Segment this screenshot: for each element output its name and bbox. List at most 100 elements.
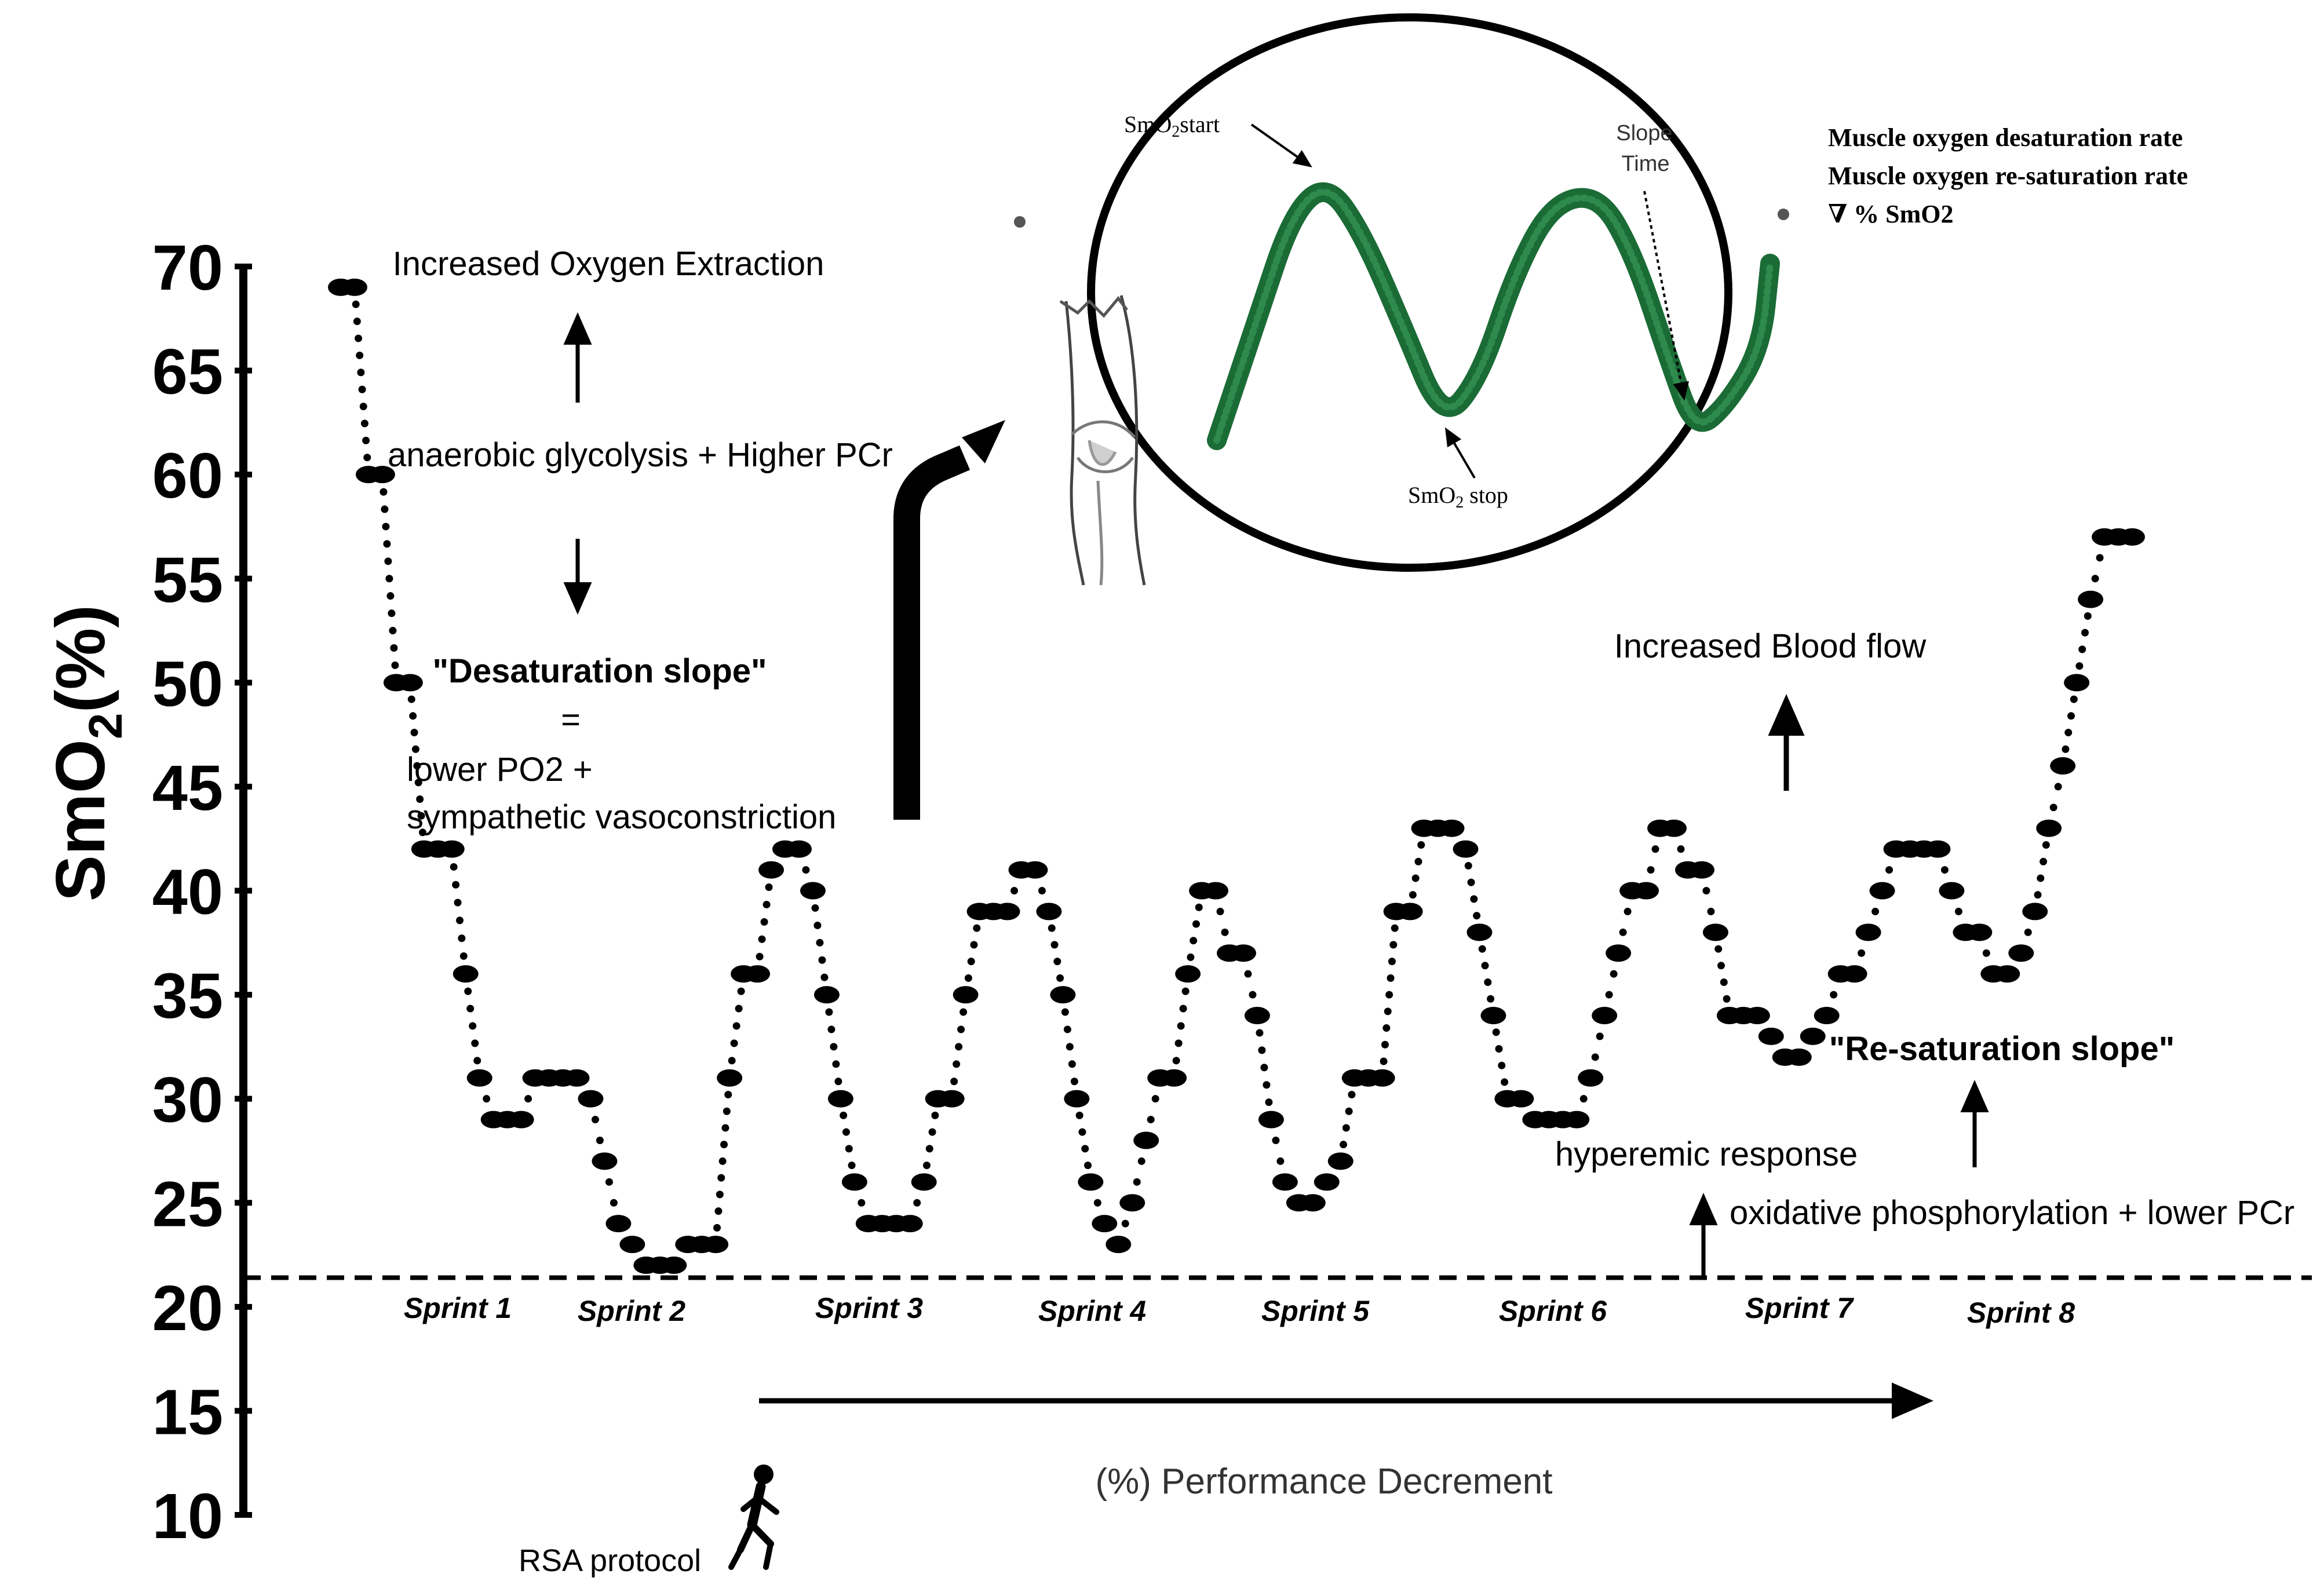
connector-dot xyxy=(2084,612,2092,620)
connector-dot xyxy=(390,644,398,652)
data-point xyxy=(1369,1069,1395,1087)
connector-dot xyxy=(1411,874,1420,882)
connector-dot xyxy=(1181,987,1190,995)
connector-dot xyxy=(967,958,975,966)
data-point xyxy=(1203,882,1229,900)
green-smo2-wave-texture xyxy=(1213,188,1774,444)
connector-dot xyxy=(1651,845,1659,853)
connector-dot xyxy=(1714,945,1723,953)
data-point xyxy=(1744,1007,1770,1024)
connector-dot xyxy=(1063,1025,1071,1033)
connector-dot xyxy=(356,351,364,359)
connector-dot xyxy=(2054,783,2062,791)
data-point xyxy=(1258,1111,1284,1129)
connector-dot xyxy=(1084,1162,1092,1170)
connector-dot xyxy=(2062,745,2070,753)
connector-dot xyxy=(1260,1064,1268,1072)
connector-dot xyxy=(454,899,462,907)
connector-dot xyxy=(1579,1095,1588,1103)
connector-dot xyxy=(732,1022,740,1030)
connector-dot xyxy=(760,918,768,926)
connector-dot xyxy=(970,941,978,949)
data-point xyxy=(1036,903,1062,921)
y-tick-label: 50 xyxy=(152,648,223,720)
data-point xyxy=(1800,1027,1826,1045)
data-point xyxy=(1272,1173,1298,1191)
connector-dot xyxy=(355,334,363,342)
connector-dot xyxy=(913,1199,921,1207)
data-point xyxy=(1300,1194,1326,1212)
connector-dot xyxy=(1221,928,1229,936)
connector-dot xyxy=(381,505,389,513)
connector-dot xyxy=(973,924,981,932)
data-point xyxy=(439,840,465,858)
smo2-series xyxy=(328,278,2145,1274)
connector-dot xyxy=(413,762,421,770)
connector-dot xyxy=(388,609,396,618)
connector-dot xyxy=(953,1060,961,1068)
connector-dot xyxy=(389,627,397,635)
connector-dot xyxy=(1061,1008,1069,1016)
connector-dot xyxy=(605,1178,613,1186)
connector-dot xyxy=(955,1043,963,1051)
connector-dot xyxy=(1940,866,1949,874)
connector-dot xyxy=(483,1095,491,1103)
connector-dot xyxy=(1066,1043,1074,1051)
inset-left-handle xyxy=(1014,216,1026,228)
data-point xyxy=(1453,840,1479,858)
connector-dot xyxy=(524,1095,532,1103)
connector-dot xyxy=(2040,857,2048,865)
legend-resaturation-rate: Muscle oxygen re-saturation rate xyxy=(1828,162,2188,190)
connector-dot xyxy=(1093,1199,1101,1207)
connector-dot xyxy=(383,540,391,548)
connector-dot xyxy=(1417,841,1425,849)
data-point xyxy=(1050,986,1076,1004)
connector-dot xyxy=(450,863,458,871)
connector-dot xyxy=(1498,1061,1506,1069)
connector-dot xyxy=(1348,1090,1356,1098)
connector-dot xyxy=(1702,887,1710,894)
data-point xyxy=(813,986,840,1004)
data-point xyxy=(786,840,812,858)
data-point xyxy=(1661,819,1687,837)
connector-dot xyxy=(2064,729,2073,737)
data-point xyxy=(369,466,395,484)
connector-dot xyxy=(1048,924,1056,932)
connector-dot xyxy=(1388,958,1396,966)
anaerobic-glycolysis-label: anaerobic glycolysis + Higher PCr xyxy=(388,436,893,474)
legend-desaturation-rate: Muscle oxygen desaturation rate xyxy=(1828,123,2183,152)
data-point xyxy=(911,1173,937,1191)
connector-dot xyxy=(1342,1124,1350,1132)
connector-dot xyxy=(713,1224,721,1232)
connector-dot xyxy=(1137,1157,1145,1165)
data-point xyxy=(1327,1152,1353,1170)
y-tick-label: 10 xyxy=(152,1481,223,1552)
connector-dot xyxy=(928,1128,936,1136)
connector-dot xyxy=(1190,937,1198,945)
y-tick-label: 35 xyxy=(152,961,223,1032)
sprint-label: Sprint 1 xyxy=(404,1292,512,1324)
y-tick-label: 40 xyxy=(152,857,223,928)
y-axis-label: SmO2(%) xyxy=(42,605,132,901)
data-point xyxy=(1133,1131,1159,1149)
connector-dot xyxy=(2091,575,2099,583)
connector-dot xyxy=(1414,857,1422,865)
data-point xyxy=(1466,923,1493,941)
connector-dot xyxy=(1677,845,1685,853)
connector-dot xyxy=(1501,1078,1509,1086)
data-point xyxy=(508,1111,534,1129)
connector-dot xyxy=(455,916,464,925)
data-point xyxy=(1633,882,1659,900)
smo2start-arrow xyxy=(1250,123,1312,167)
connector-dot xyxy=(458,934,466,943)
data-point xyxy=(1994,965,2020,983)
connector-dot xyxy=(950,1078,958,1086)
connector-dot xyxy=(1263,1081,1271,1089)
connector-dot xyxy=(469,1022,477,1030)
resaturation-slope-label: "Re-saturation slope" xyxy=(1829,1030,2175,1068)
connector-dot xyxy=(1192,920,1200,928)
curved-arrow-head xyxy=(962,420,1005,463)
connector-dot xyxy=(1179,1005,1187,1013)
connector-dot xyxy=(384,557,392,565)
connector-dot xyxy=(1265,1098,1273,1106)
